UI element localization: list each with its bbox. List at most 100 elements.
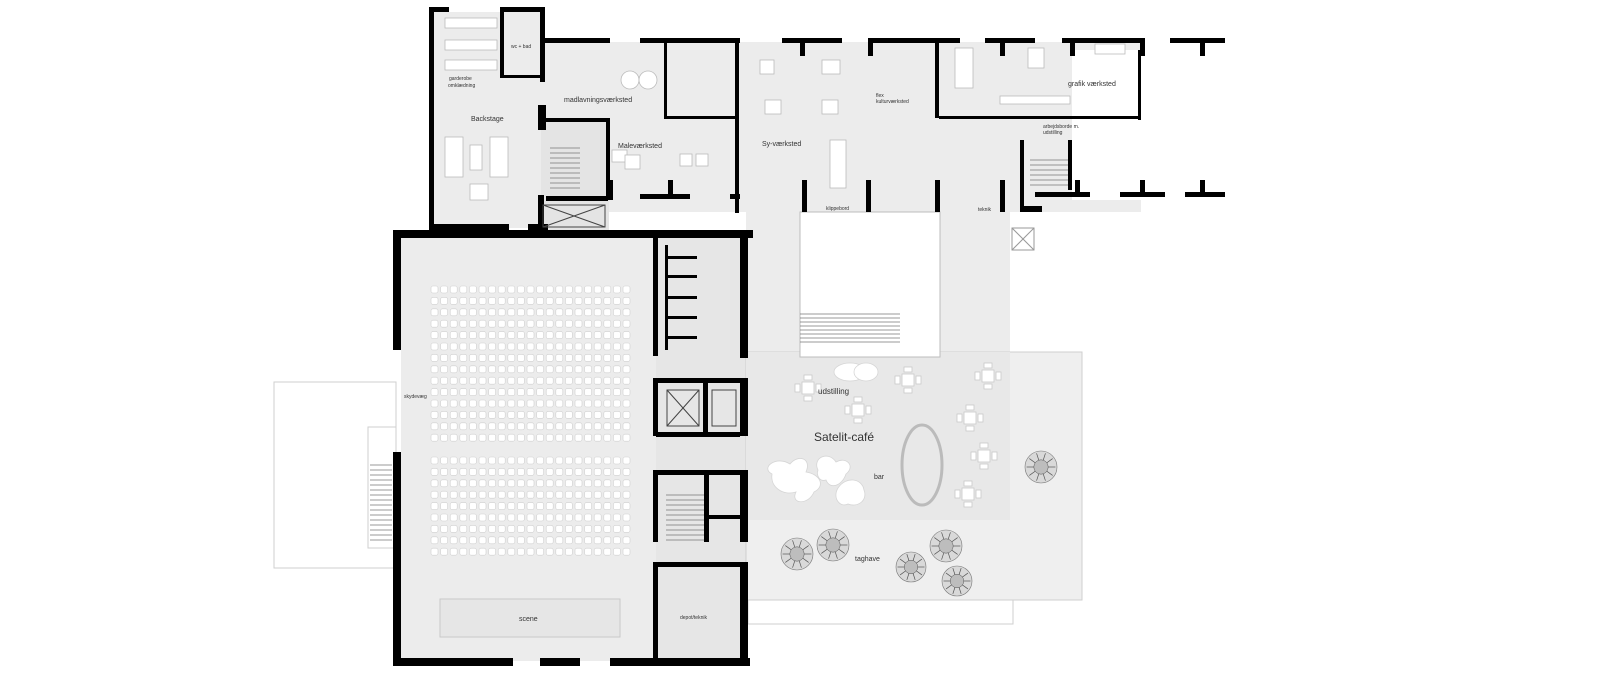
seat xyxy=(497,331,506,339)
seat xyxy=(469,297,477,305)
seat xyxy=(507,422,516,431)
seat xyxy=(565,525,573,533)
seat xyxy=(440,331,448,339)
seat xyxy=(622,490,631,499)
cafe-blob-seating xyxy=(767,362,944,507)
seat xyxy=(603,388,612,396)
seat xyxy=(488,422,496,431)
seat xyxy=(430,411,439,419)
label-garderobe: garderobe xyxy=(449,76,472,82)
seat xyxy=(593,399,602,408)
seat xyxy=(469,285,477,294)
seat xyxy=(565,490,573,499)
cafe-chair xyxy=(979,442,989,449)
seat xyxy=(536,342,544,351)
seat xyxy=(507,319,516,328)
seat xyxy=(478,285,487,294)
seat xyxy=(565,547,573,556)
seat xyxy=(507,342,516,351)
seat xyxy=(507,365,516,374)
seat xyxy=(526,354,535,362)
seat xyxy=(603,502,612,510)
seat xyxy=(507,513,516,522)
seat xyxy=(449,513,458,522)
seat xyxy=(478,354,487,362)
seat xyxy=(584,376,592,385)
seat xyxy=(603,319,612,328)
seat xyxy=(536,536,544,545)
seat xyxy=(459,388,468,396)
seat xyxy=(622,422,631,431)
seat xyxy=(526,388,535,396)
seat xyxy=(613,388,621,396)
seat xyxy=(565,433,573,442)
seat xyxy=(449,502,458,510)
seat xyxy=(536,490,544,499)
seat xyxy=(449,297,458,305)
seat xyxy=(613,411,621,419)
seat xyxy=(488,376,496,385)
seat xyxy=(430,308,439,317)
seat xyxy=(613,297,621,305)
seat xyxy=(622,502,631,510)
tree-core xyxy=(789,546,805,562)
seat xyxy=(565,468,573,476)
seat xyxy=(517,354,525,362)
seat xyxy=(565,365,573,374)
seat xyxy=(469,422,477,431)
seat xyxy=(517,456,525,465)
seat xyxy=(622,547,631,556)
seat xyxy=(478,456,487,465)
seat xyxy=(565,319,573,328)
seat xyxy=(469,331,477,339)
cafe-chair xyxy=(865,405,872,415)
label-depot: depot/teknik xyxy=(680,615,707,621)
seat xyxy=(449,376,458,385)
seat xyxy=(593,354,602,362)
seat xyxy=(469,525,477,533)
seat xyxy=(536,422,544,431)
label-udstilling-small: udstilling xyxy=(1043,130,1063,136)
seat xyxy=(507,433,516,442)
seat xyxy=(469,456,477,465)
cafe-chair xyxy=(977,413,984,423)
seat xyxy=(517,365,525,374)
seat xyxy=(507,479,516,488)
seat xyxy=(555,354,564,362)
seat xyxy=(536,502,544,510)
seat xyxy=(603,285,612,294)
cafe-chair xyxy=(844,405,851,415)
seat xyxy=(545,376,554,385)
seat xyxy=(526,297,535,305)
tree-core xyxy=(904,560,918,574)
seat xyxy=(613,422,621,431)
seat xyxy=(613,433,621,442)
corridor-floor xyxy=(746,212,800,357)
seat xyxy=(430,388,439,396)
seat xyxy=(555,502,564,510)
seat xyxy=(517,411,525,419)
seat xyxy=(574,433,583,442)
seat xyxy=(497,285,506,294)
seat xyxy=(603,331,612,339)
seat xyxy=(603,399,612,408)
seat xyxy=(478,388,487,396)
seat xyxy=(497,479,506,488)
seat xyxy=(545,547,554,556)
elevator xyxy=(542,204,1035,427)
seat xyxy=(603,297,612,305)
seat xyxy=(622,399,631,408)
seat xyxy=(478,411,487,419)
seat xyxy=(545,468,554,476)
seat xyxy=(469,547,477,556)
seat xyxy=(545,479,554,488)
seat xyxy=(507,376,516,385)
cafe-chair xyxy=(983,383,993,390)
seat xyxy=(449,285,458,294)
seat xyxy=(440,490,448,499)
seat xyxy=(459,308,468,317)
seat xyxy=(603,308,612,317)
seat xyxy=(517,547,525,556)
seat xyxy=(517,513,525,522)
seat xyxy=(497,456,506,465)
